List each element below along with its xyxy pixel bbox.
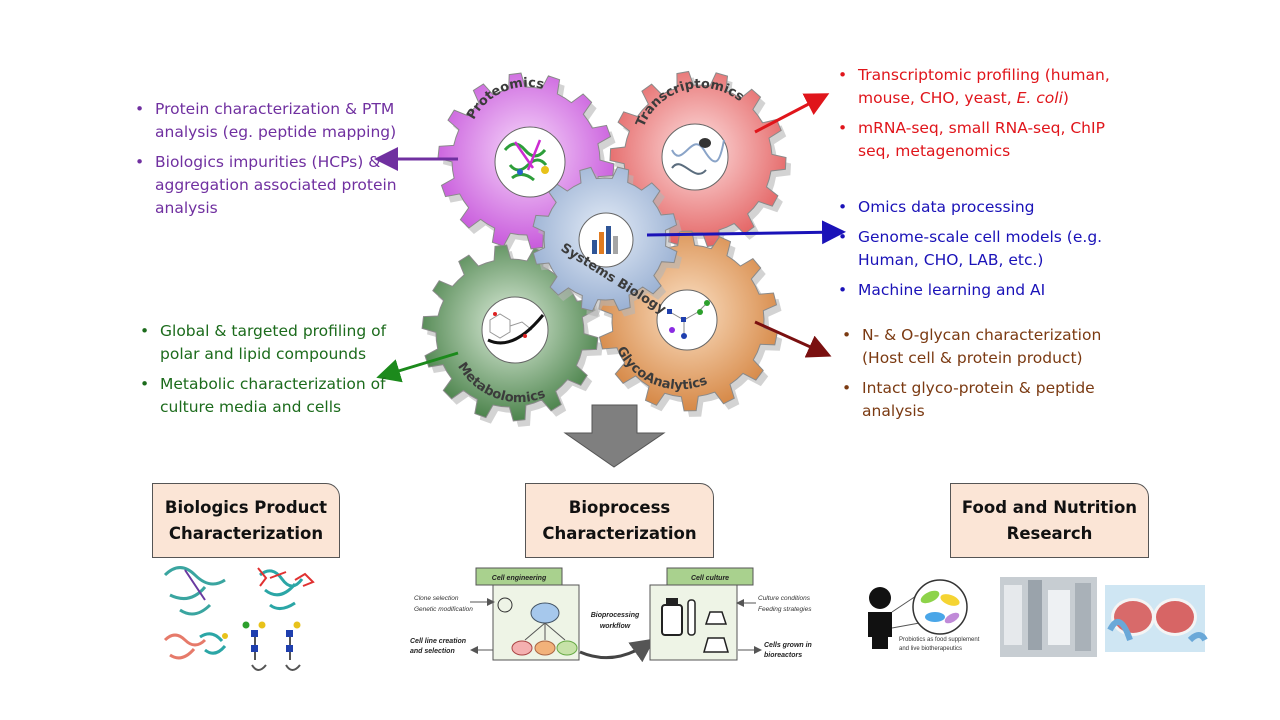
protein-structure-icon	[503, 139, 549, 182]
list-item: Machine learning and AI	[836, 279, 1126, 302]
systems-arrow	[646, 220, 846, 245]
list-item: Metabolic characterization of culture me…	[138, 373, 408, 419]
bar-chart-icon	[592, 226, 618, 254]
glycan-icon	[667, 300, 710, 339]
probiotics-image	[912, 579, 968, 635]
genetic-modification-label: Genetic modification	[414, 606, 473, 613]
cell-engineering-header	[475, 567, 563, 586]
glycoanalytics-list: N- & O-glycan characterization (Host cel…	[840, 324, 1130, 430]
list-item: Intact glyco-protein & peptide analysis	[840, 377, 1130, 423]
biologics-product-label: Biologics Product Characterization	[164, 497, 328, 543]
feeding-strategies-label: Feeding strategies	[758, 606, 812, 613]
cell-line-creation-label: Cell line creation	[410, 638, 466, 645]
bioprocess-workflow-image: Cell engineering Clone selection Genetic…	[410, 567, 812, 663]
cells-grown-label: Cells grown in	[764, 642, 812, 649]
glyco-arrow	[754, 320, 832, 358]
probiotics-caption-1: Probiotics as food supplement	[899, 637, 980, 643]
down-arrow-icon	[563, 404, 666, 468]
food-nutrition-box: Food and Nutrition Research	[950, 483, 1149, 558]
cell-engineering-label: Cell engineering	[492, 575, 547, 582]
bioprocessing-label: Bioprocessing	[591, 612, 640, 619]
transcriptomic-profiling-text: Transcriptomic profiling (human, mouse, …	[858, 66, 1110, 107]
cell-culture-header	[666, 567, 754, 586]
list-item: mRNA-seq, small RNA-seq, ChIP seq, metag…	[836, 117, 1136, 163]
person-icon	[869, 587, 891, 609]
protein-structures-image	[163, 566, 315, 671]
culture-conditions-label: Culture conditions	[758, 595, 811, 602]
list-item: Transcriptomic profiling (human, mouse, …	[836, 64, 1136, 110]
dna-icon	[671, 138, 725, 175]
bioprocess-label: Bioprocess Characterization	[542, 497, 697, 543]
list-item: N- & O-glycan characterization (Host cel…	[840, 324, 1130, 370]
proteomics-list: Protein characterization & PTM analysis …	[133, 98, 423, 227]
molecule-icon	[487, 312, 545, 345]
molecule-image	[481, 296, 549, 364]
list-item: Biologics impurities (HCPs) & aggregatio…	[133, 151, 423, 220]
list-item: Genome-scale cell models (e.g. Human, CH…	[836, 226, 1126, 272]
glycan-image	[656, 289, 718, 351]
transcriptomics-arrow	[754, 93, 830, 134]
food-nutrition-label: Food and Nutrition Research	[961, 497, 1138, 543]
list-item: Omics data processing	[836, 196, 1126, 219]
and-selection-label: and selection	[410, 648, 455, 655]
bioprocess-box: Bioprocess Characterization	[525, 483, 714, 558]
food-images: Probiotics as food supplement and live b…	[868, 577, 1208, 657]
list-item: Global & targeted profiling of polar and…	[138, 320, 408, 366]
bioreactors-label: bioreactors	[764, 652, 802, 659]
transcriptomics-list: Transcriptomic profiling (human, mouse, …	[836, 64, 1136, 170]
dna-image	[661, 123, 729, 191]
clone-selection-label: Clone selection	[414, 595, 459, 602]
workflow-label: workflow	[600, 623, 631, 630]
metabolomics-list: Global & targeted profiling of polar and…	[138, 320, 408, 426]
systems-biology-list: Omics data processing Genome-scale cell …	[836, 196, 1126, 309]
probiotics-caption-2: and live biotherapeutics	[899, 646, 962, 652]
list-item: Protein characterization & PTM analysis …	[133, 98, 423, 144]
biologics-product-box: Biologics Product Characterization	[152, 483, 340, 558]
cell-culture-label: Cell culture	[691, 575, 729, 582]
